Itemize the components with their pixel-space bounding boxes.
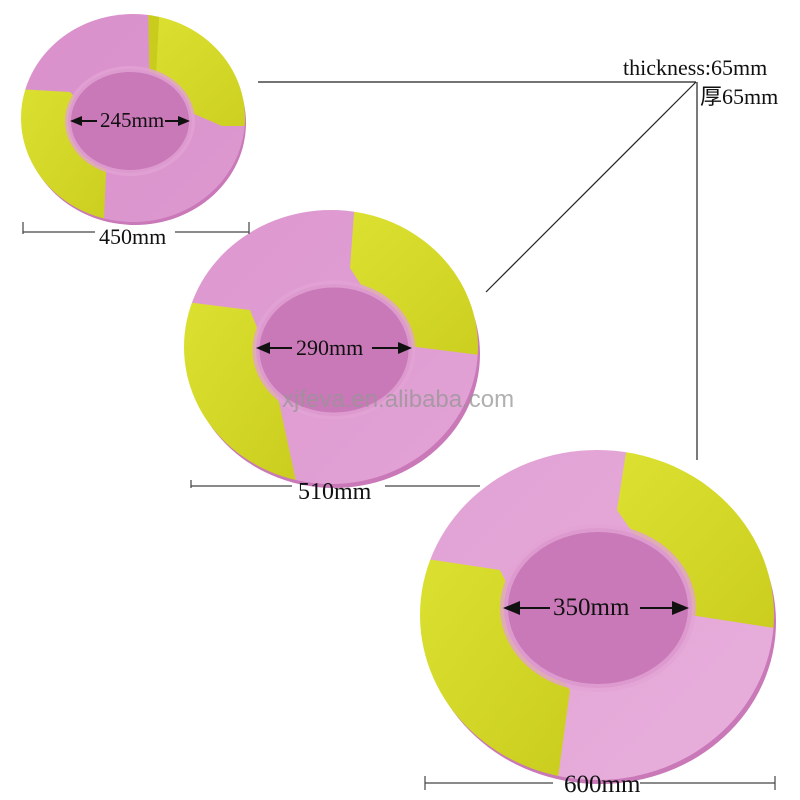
thickness-leader-lines [258,81,698,460]
ring-small-inner-diameter: 245mm [100,108,165,132]
thickness-label-en: thickness:65mm [623,55,768,80]
thickness-label-zh: 厚65mm [700,84,779,109]
ring-medium-outer-diameter: 510mm [298,479,372,505]
inner-dimension-arrows [70,116,689,615]
dimension-bars [22,222,776,790]
ring-medium-inner-diameter: 290mm [296,335,364,360]
ring-large-outer-diameter: 600mm [564,771,641,798]
watermark: xjfeva.en.alibaba.com [282,386,515,413]
ring-large-inner-diameter: 350mm [553,594,630,621]
ring-small-outer-diameter: 450mm [99,224,167,249]
